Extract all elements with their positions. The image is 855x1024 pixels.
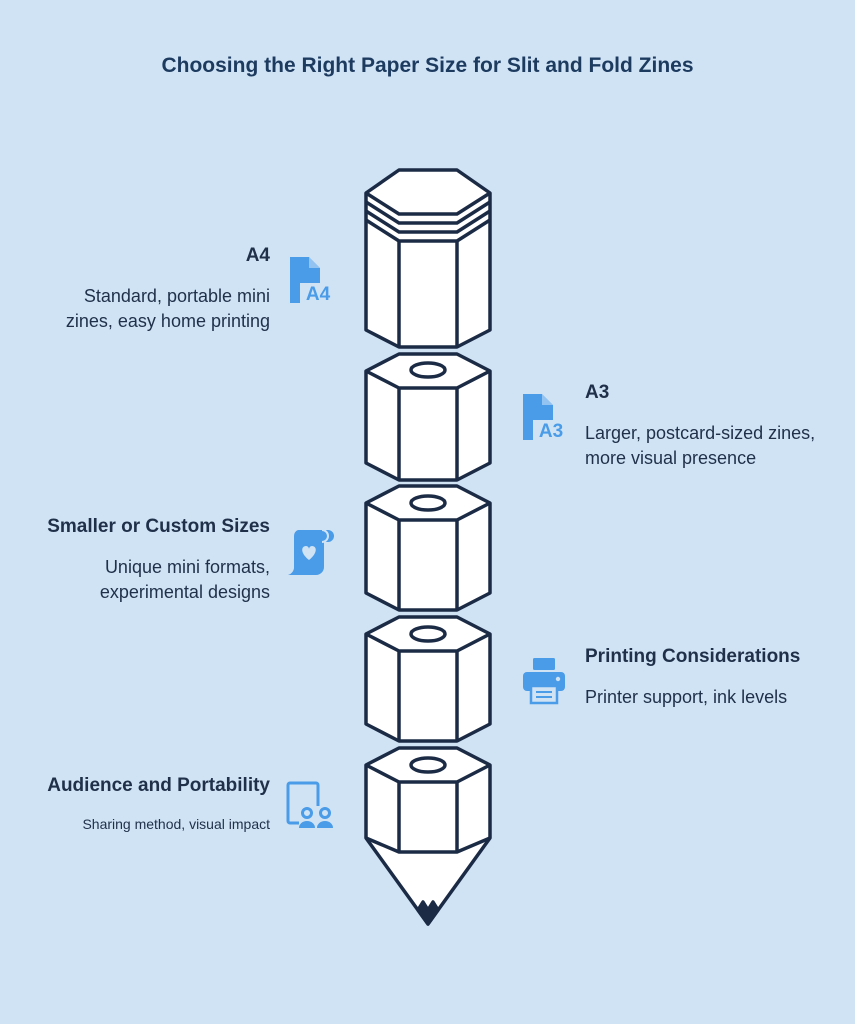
item-description: Larger, postcard-sized zines, more visua…: [585, 423, 816, 468]
pencil-segment-4: [364, 746, 492, 926]
item-heading: A4: [245, 245, 270, 266]
pencil-eraser: [364, 168, 492, 349]
item-heading: A3: [585, 382, 610, 403]
item-a4: A4 Standard, portable mini zines, easy h…: [40, 243, 270, 334]
printer-icon: [520, 655, 570, 705]
item-heading: Audience and Portability: [47, 775, 270, 796]
item-description: Standard, portable mini zines, easy home…: [65, 286, 270, 331]
pencil-segment-3: [364, 615, 492, 743]
item-audience-portability: Audience and Portability Sharing method,…: [40, 773, 270, 835]
item-heading: Printing Considerations: [585, 646, 801, 667]
scroll-heart-icon: [284, 527, 336, 577]
item-a3: A3 Larger, postcard-sized zines, more vi…: [585, 380, 825, 471]
item-printing-considerations: Printing Considerations Printer support,…: [585, 644, 815, 710]
page-title: Choosing the Right Paper Size for Slit a…: [161, 54, 694, 77]
icon-label: A4: [306, 284, 331, 305]
audience-icon: [285, 780, 337, 832]
icon-label: A3: [539, 421, 563, 442]
pencil-tip: [416, 900, 440, 926]
item-custom-sizes: Smaller or Custom Sizes Unique mini form…: [40, 514, 270, 605]
item-description: Unique mini formats, experimental design…: [99, 557, 270, 602]
item-heading: Smaller or Custom Sizes: [47, 516, 270, 537]
pencil-segment-2: [364, 484, 492, 612]
a4-document-icon: A4: [287, 255, 337, 305]
item-description: Sharing method, visual impact: [82, 816, 270, 832]
item-description: Printer support, ink levels: [585, 687, 788, 707]
a3-document-icon: A3: [520, 392, 570, 442]
